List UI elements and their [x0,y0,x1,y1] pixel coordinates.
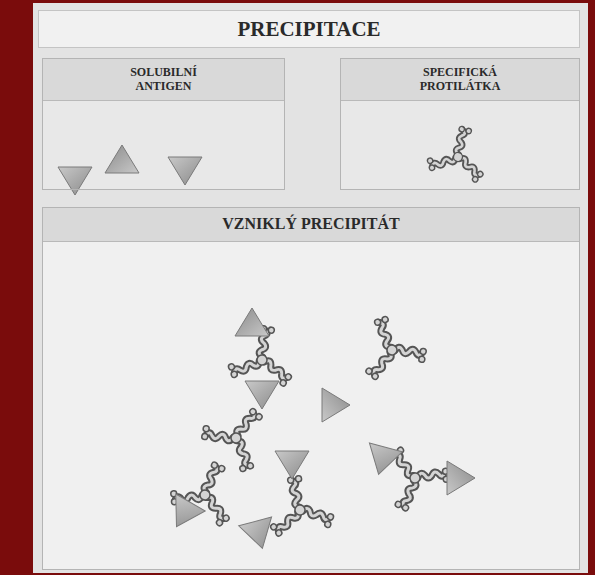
antigen-triangle [58,167,92,195]
precipitate-illustration [162,307,475,553]
panel-box: VZNIKLÝ PRECIPITÁT [42,207,580,570]
panel-header: SOLUBILNÍ ANTIGEN [43,59,284,101]
antigen-triangle [168,157,202,185]
panel-box: SPECIFICKÁ PROTILÁTKA [340,58,580,190]
panel-header: SPECIFICKÁ PROTILÁTKA [341,59,579,101]
panel-heading: SOLUBILNÍ ANTIGEN [109,66,219,94]
title-bar: PRECIPITACE [38,10,580,48]
antibody-symbol [424,120,495,185]
antigen-triangle [105,145,139,173]
panel-heading: SPECIFICKÁ PROTILÁTKA [405,66,515,94]
panel-heading: VZNIKLÝ PRECIPITÁT [222,215,399,233]
panel-box: SOLUBILNÍ ANTIGEN [42,58,285,190]
title-text: PRECIPITACE [237,17,380,41]
panel-header: VZNIKLÝ PRECIPITÁT [43,208,579,242]
